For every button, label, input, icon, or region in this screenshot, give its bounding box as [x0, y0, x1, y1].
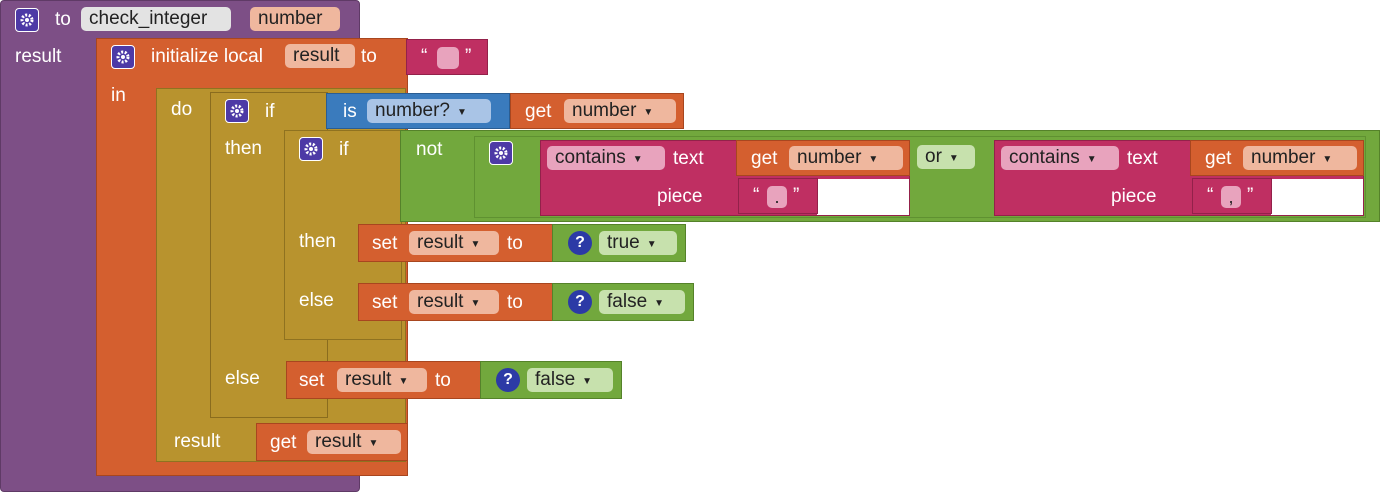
boolean-dropdown[interactable]: false▼: [527, 368, 613, 392]
get-label: get: [751, 148, 778, 169]
local-in-label: in: [111, 85, 126, 106]
get-var-dropdown[interactable]: number▼: [1243, 146, 1357, 170]
get-result-block[interactable]: get result▼: [256, 423, 408, 461]
get-number-block[interactable]: get number▼: [1190, 140, 1364, 176]
boolean-false-block[interactable]: ? false▼: [480, 361, 622, 399]
outer-if-label: if: [265, 101, 275, 122]
boolean-dropdown[interactable]: true▼: [599, 231, 677, 255]
close-quote: ”: [793, 185, 800, 206]
outer-then-label: then: [225, 138, 262, 159]
empty-socket: [1271, 179, 1363, 215]
triangle-down-icon: ▼: [470, 298, 481, 309]
set-var-dropdown[interactable]: result▼: [409, 231, 499, 255]
gear-icon[interactable]: [489, 141, 513, 165]
triangle-down-icon: ▼: [1322, 154, 1333, 165]
text-label-1: text: [673, 148, 704, 169]
string-value[interactable]: [437, 47, 459, 69]
triangle-down-icon: ▼: [632, 154, 643, 165]
open-quote: “: [753, 185, 760, 206]
text-string-block[interactable]: “ , ”: [1192, 178, 1272, 214]
set-to-label: to: [507, 233, 523, 254]
or-dropdown[interactable]: or▼: [917, 145, 975, 169]
get-label: get: [1205, 148, 1232, 169]
is-number-dropdown[interactable]: number?▼: [367, 99, 491, 123]
triangle-down-icon: ▼: [1086, 154, 1097, 165]
boolean-dropdown[interactable]: false▼: [599, 290, 685, 314]
param-number[interactable]: number: [250, 7, 340, 31]
initialize-local-label: initialize local: [151, 46, 263, 67]
not-label: not: [416, 139, 443, 160]
set-label: set: [372, 292, 398, 313]
triangle-down-icon: ▼: [868, 154, 879, 165]
set-result-block[interactable]: set result▼ to: [358, 283, 554, 321]
get-label: get: [270, 432, 297, 453]
string-value[interactable]: ,: [1221, 186, 1241, 208]
set-to-label: to: [507, 292, 523, 313]
set-var-dropdown[interactable]: result▼: [409, 290, 499, 314]
do-label: do: [171, 99, 193, 120]
question-icon[interactable]: ?: [496, 368, 520, 392]
set-result-block[interactable]: set result▼ to: [286, 361, 482, 399]
close-quote: ”: [1247, 185, 1254, 206]
procedure-result-label: result: [15, 46, 62, 67]
gear-icon[interactable]: [111, 45, 135, 69]
triangle-down-icon: ▼: [643, 107, 654, 118]
close-quote: ”: [465, 46, 472, 67]
triangle-down-icon: ▼: [654, 298, 665, 309]
set-label: set: [299, 370, 325, 391]
text-string-block[interactable]: “ ”: [406, 39, 488, 75]
is-label: is: [343, 101, 357, 122]
inner-if-label: if: [339, 139, 349, 160]
gear-icon[interactable]: [225, 99, 249, 123]
triangle-down-icon: ▼: [582, 376, 593, 387]
set-result-block[interactable]: set result▼ to: [358, 224, 554, 262]
outer-else-label: else: [225, 368, 260, 389]
open-quote: “: [421, 46, 428, 67]
get-var-dropdown[interactable]: number▼: [789, 146, 903, 170]
triangle-down-icon: ▼: [457, 107, 467, 118]
get-number-block[interactable]: get number▼: [510, 93, 684, 129]
to-keyword: to: [55, 9, 71, 30]
boolean-false-block[interactable]: ? false▼: [552, 283, 694, 321]
do-result-label: result: [174, 431, 221, 452]
contains-dropdown-2[interactable]: contains▼: [1001, 146, 1119, 170]
procedure-name-field[interactable]: check_integer: [81, 7, 231, 31]
get-number-block[interactable]: get number▼: [736, 140, 910, 176]
is-number-block[interactable]: is number?▼: [326, 93, 510, 129]
set-to-label: to: [435, 370, 451, 391]
local-var-field[interactable]: result: [285, 44, 355, 68]
get-label: get: [525, 101, 552, 122]
set-label: set: [372, 233, 398, 254]
get-var-dropdown[interactable]: number▼: [564, 99, 676, 123]
contains-block-2[interactable]: contains▼ text piece: [994, 140, 1364, 216]
inner-then-label: then: [299, 231, 336, 252]
empty-socket: [817, 179, 909, 215]
triangle-down-icon: ▼: [398, 376, 409, 387]
triangle-down-icon: ▼: [948, 153, 959, 164]
triangle-down-icon: ▼: [470, 239, 481, 250]
local-to-label: to: [361, 46, 377, 67]
boolean-true-block[interactable]: ? true▼: [552, 224, 686, 262]
question-icon[interactable]: ?: [568, 290, 592, 314]
string-value[interactable]: .: [767, 186, 787, 208]
set-var-dropdown[interactable]: result▼: [337, 368, 427, 392]
piece-label-1: piece: [657, 186, 703, 207]
text-string-block[interactable]: “ . ”: [738, 178, 818, 214]
triangle-down-icon: ▼: [646, 239, 657, 250]
gear-icon[interactable]: [299, 137, 323, 161]
question-icon[interactable]: ?: [568, 231, 592, 255]
get-var-dropdown[interactable]: result▼: [307, 430, 401, 454]
text-label-2: text: [1127, 148, 1158, 169]
inner-else-label: else: [299, 290, 334, 311]
triangle-down-icon: ▼: [368, 438, 379, 449]
gear-icon[interactable]: [15, 8, 39, 32]
open-quote: “: [1207, 185, 1214, 206]
piece-label-2: piece: [1111, 186, 1157, 207]
contains-dropdown-1[interactable]: contains▼: [547, 146, 665, 170]
